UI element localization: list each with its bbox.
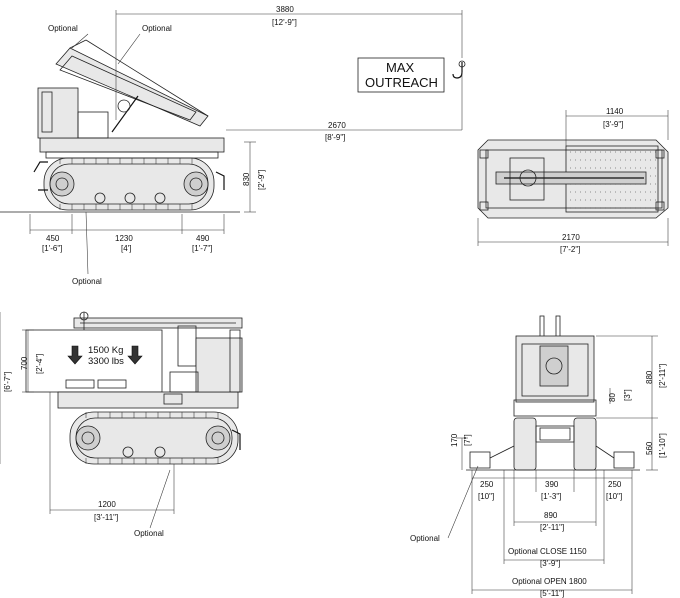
optional-open-ft: [5'-11"] xyxy=(540,589,564,598)
dim-2170: 2170 xyxy=(562,233,580,242)
dim-830-ft: [2'-9"] xyxy=(257,170,266,190)
optional-close: Optional CLOSE 1150 xyxy=(508,547,587,556)
top-view: 1140 [3'-9"] 2170 [7'-2"] xyxy=(477,107,669,254)
dim-250-right: 250 xyxy=(608,480,622,489)
dim-490: 490 xyxy=(196,234,210,243)
dim-250-left: 250 xyxy=(480,480,494,489)
dim-450-ft: [1'-6"] xyxy=(42,244,62,253)
dim-250-left-ft: [10"] xyxy=(478,492,494,501)
optional-close-ft: [3'-9"] xyxy=(540,559,560,568)
track-pads xyxy=(59,158,193,210)
optional-label-5: Optional xyxy=(410,534,440,543)
dim-560-ft: [1'-10"] xyxy=(658,433,667,458)
max-outreach-line1: MAX xyxy=(386,60,415,75)
max-outreach-line2: OUTREACH xyxy=(365,75,438,90)
dim-490-ft: [1'-7"] xyxy=(192,244,212,253)
dim-80: 80 xyxy=(608,393,617,402)
dim-170: 170 xyxy=(450,433,459,447)
dim-390-ft: [1'-3"] xyxy=(541,492,561,501)
dim-830: 830 xyxy=(242,172,251,186)
dim-80-ft: [3"] xyxy=(623,389,632,401)
dim-1200: 1200 xyxy=(98,500,116,509)
load-kg: 1500 Kg xyxy=(88,345,123,356)
dim-450: 450 xyxy=(46,234,60,243)
dim-1200-ft: [3'-11"] xyxy=(94,513,118,522)
dim-2170-ft: [7'-2"] xyxy=(560,245,580,254)
dim-890-ft: [2'-11"] xyxy=(540,523,564,532)
dim-700: 700 xyxy=(20,356,29,370)
left-height-ft: [6'-7"] xyxy=(3,372,12,392)
dim-2670-ft: [8'-9"] xyxy=(325,133,345,142)
dim-170-ft: [7"] xyxy=(463,434,472,446)
dim-3880-ft: [12'-9"] xyxy=(272,18,297,27)
dim-890: 890 xyxy=(544,511,558,520)
dim-880-ft: [2'-11"] xyxy=(658,364,667,388)
dim-3880: 3880 xyxy=(276,5,294,14)
front-view: 880 [2'-11"] 80 [3"] 560 [1'-10"] 170 [7… xyxy=(410,315,667,598)
dim-1140: 1140 xyxy=(606,107,624,116)
dim-1140-ft: [3'-9"] xyxy=(603,120,623,129)
optional-open: Optional OPEN 1800 xyxy=(512,577,587,586)
max-outreach-box: MAX OUTREACH xyxy=(357,57,445,93)
dim-1230: 1230 xyxy=(115,234,133,243)
side-view-boom-extended: Optional Optional 3880 [12'-9"] 2670 [8'… xyxy=(0,5,466,286)
optional-label-2: Optional xyxy=(142,24,172,33)
optional-label-4: Optional xyxy=(134,529,164,538)
track-pads-2 xyxy=(85,412,219,464)
optional-label-3: Optional xyxy=(72,277,102,286)
dim-1230-ft: [4'] xyxy=(121,244,131,253)
dim-390: 390 xyxy=(545,480,559,489)
dim-880: 880 xyxy=(645,370,654,384)
load-lbs: 3300 lbs xyxy=(88,356,124,367)
dim-700-ft: [2'-4"] xyxy=(35,354,44,374)
dim-2670: 2670 xyxy=(328,121,346,130)
optional-label-1: Optional xyxy=(48,24,78,33)
dim-560: 560 xyxy=(645,441,654,455)
dim-250-right-ft: [10"] xyxy=(606,492,622,501)
side-view-stowed: 1500 Kg 3300 lbs xyxy=(0,311,243,538)
